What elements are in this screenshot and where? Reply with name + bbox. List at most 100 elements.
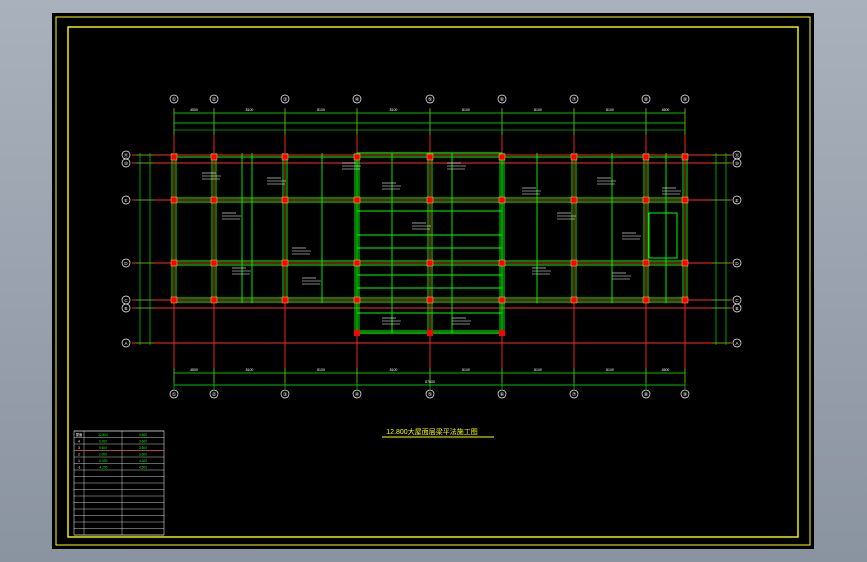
beam-layout	[171, 152, 688, 334]
dim-text-bottom: 8100	[534, 368, 542, 372]
axis-label-right: E	[735, 198, 738, 203]
column	[426, 196, 434, 204]
axis-bubble-top	[169, 94, 179, 104]
axis-label-left: E	[124, 198, 127, 203]
axis-label-top: ⑦	[572, 97, 577, 103]
dim-text-top: 8100	[606, 108, 614, 112]
axis-label-top: ⑨	[683, 97, 688, 103]
table-floor: 4	[78, 440, 80, 444]
column	[681, 196, 689, 204]
column	[210, 196, 218, 204]
column	[642, 196, 650, 204]
column	[281, 259, 289, 267]
axis-bubble-top	[352, 94, 362, 104]
column	[642, 153, 650, 161]
table-floor: 2	[78, 453, 80, 457]
axis-bubble-right	[732, 338, 742, 348]
column	[570, 153, 578, 161]
table-floor: 屋面	[76, 432, 82, 437]
dim-text-top: 8100	[317, 108, 325, 112]
dim-text-top: 4500	[190, 108, 198, 112]
axis-label-bottom: ⑤	[428, 392, 433, 398]
table-floor: -1	[78, 466, 81, 470]
axis-label-right: A	[735, 341, 738, 346]
column	[570, 296, 578, 304]
dim-total: 57600	[425, 380, 435, 384]
table-floor: 1	[78, 459, 80, 463]
axis-bubble-bottom	[169, 389, 179, 399]
axis-bubble-bottom	[280, 389, 290, 399]
dim-text-top: 8100	[246, 108, 254, 112]
column	[353, 259, 361, 267]
axis-label-bottom: ②	[212, 392, 217, 398]
table-elev: -0.050	[98, 459, 107, 463]
axis-label-top: ⑥	[500, 97, 505, 103]
column	[570, 196, 578, 204]
dim-text-top: 8100	[462, 108, 470, 112]
core-beam-frame	[356, 152, 503, 334]
axis-bubble-top	[641, 94, 651, 104]
dim-text-bottom: 4500	[662, 368, 670, 372]
axis-bubble-bottom	[641, 389, 651, 399]
dim-text-bottom: 4500	[190, 368, 198, 372]
axis-bubble-top	[209, 94, 219, 104]
column	[498, 196, 506, 204]
table-elev: 5.600	[99, 446, 107, 450]
axis-label-top: ⑤	[428, 97, 433, 103]
axis-label-left: ⑪	[124, 152, 129, 159]
floor-plan-drawing: 4500 4500 8100 8100 8100 8100 8100 8100 8100 8100…	[55, 16, 811, 546]
dim-text-top: 8100	[534, 108, 542, 112]
dim-text-bottom: 8100	[246, 368, 254, 372]
column	[210, 296, 218, 304]
drawing-frame	[55, 16, 811, 546]
axis-bubble-left	[121, 258, 131, 268]
axis-label-bottom: ⑧	[644, 392, 649, 398]
axis-grid	[132, 108, 732, 383]
axis-label-bottom: ⑨	[683, 392, 688, 398]
drawing-title: 12.800大屋面层梁平法施工图	[386, 427, 477, 436]
column	[353, 296, 361, 304]
column	[210, 153, 218, 161]
column	[498, 153, 506, 161]
axis-label-bottom: ①	[172, 392, 177, 398]
axis-bubble-left	[121, 303, 131, 313]
table-height: 3.600	[139, 440, 147, 444]
axis-bubble-top	[280, 94, 290, 104]
column	[170, 296, 178, 304]
axis-bubble-top	[680, 94, 690, 104]
table-height: 3.600	[139, 446, 147, 450]
axis-bubble-bottom	[497, 389, 507, 399]
inner-frame	[67, 26, 799, 538]
column	[170, 153, 178, 161]
axis-bubble-bottom	[425, 389, 435, 399]
axis-label-right: C	[735, 298, 739, 303]
table-elev: -4.250	[98, 466, 107, 470]
column	[499, 330, 505, 336]
column	[281, 296, 289, 304]
column	[426, 153, 434, 161]
axis-label-right: ⑪	[735, 152, 740, 159]
column	[426, 259, 434, 267]
column	[498, 259, 506, 267]
table-elev: 12.800	[98, 433, 108, 437]
axis-label-left: B	[124, 306, 127, 311]
axis-label-top: ⑧	[644, 97, 649, 103]
dim-text-bottom: 8100	[390, 368, 398, 372]
axis-label-left: ⑩	[124, 161, 129, 166]
column	[170, 259, 178, 267]
table-elev: 9.200	[99, 440, 107, 444]
column	[570, 259, 578, 267]
column	[170, 196, 178, 204]
axis-bubble-bottom	[569, 389, 579, 399]
axis-bubble-bottom	[680, 389, 690, 399]
axis-bubble-right	[732, 195, 742, 205]
axis-label-top: ①	[172, 97, 177, 103]
column	[642, 296, 650, 304]
axis-label-bottom: ⑥	[500, 392, 505, 398]
axis-label-bottom: ③	[283, 392, 288, 398]
axis-label-left: D	[124, 261, 128, 266]
axis-label-right: B	[735, 306, 738, 311]
dim-text-bottom: 8100	[462, 368, 470, 372]
axis-label-bottom: ⑦	[572, 392, 577, 398]
